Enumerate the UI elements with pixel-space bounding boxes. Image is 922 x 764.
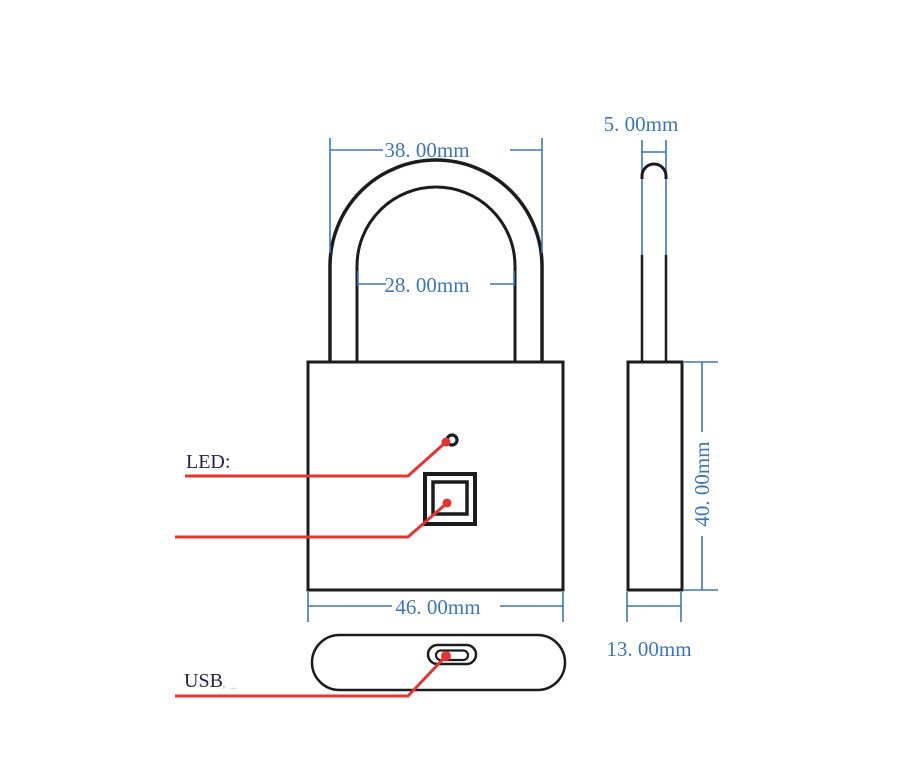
side-shackle-cap — [640, 162, 668, 179]
front-view — [306, 158, 565, 592]
dim-13mm-label: 13. 00mm — [606, 637, 691, 661]
fingerprint-sensor-inner — [431, 480, 469, 516]
shackle-outer-outline — [328, 158, 544, 362]
dim-40mm-label: 40. 00mm — [690, 441, 714, 526]
usb-label: USB — [184, 670, 223, 692]
usb-leader-line — [175, 654, 448, 698]
usb-port-inner — [434, 649, 470, 662]
usb-port-outer — [426, 643, 478, 666]
led-leader-dot — [441, 437, 451, 447]
usb-label-faint-suffix: , _ — [222, 675, 238, 691]
dim-46mm-label: 46. 00mm — [395, 595, 480, 619]
callout-leaders — [175, 437, 452, 698]
led-label: LED: — [186, 451, 230, 473]
dim-28mm-label: 28. 00mm — [384, 273, 469, 297]
fingerprint-leader-line — [175, 501, 448, 539]
fingerprint-leader-dot — [442, 498, 452, 508]
side-view — [626, 140, 684, 592]
fingerprint-sensor-outer — [423, 472, 477, 526]
callout-labels: LED: USB , _ — [184, 451, 238, 692]
dimension-annotations: 38. 00mm 28. 00mm 5. 00mm 46. 00mm 40. 0… — [307, 112, 718, 661]
dim-5mm-label: 5. 00mm — [604, 112, 679, 136]
bottom-body-outline — [310, 633, 567, 692]
dim-38mm-label: 38. 00mm — [384, 138, 469, 162]
side-body-outline — [626, 360, 684, 592]
shackle-inner-outline — [355, 185, 517, 362]
usb-leader-dot — [441, 651, 451, 661]
bottom-view — [310, 633, 567, 692]
led-leader-line — [185, 440, 448, 478]
